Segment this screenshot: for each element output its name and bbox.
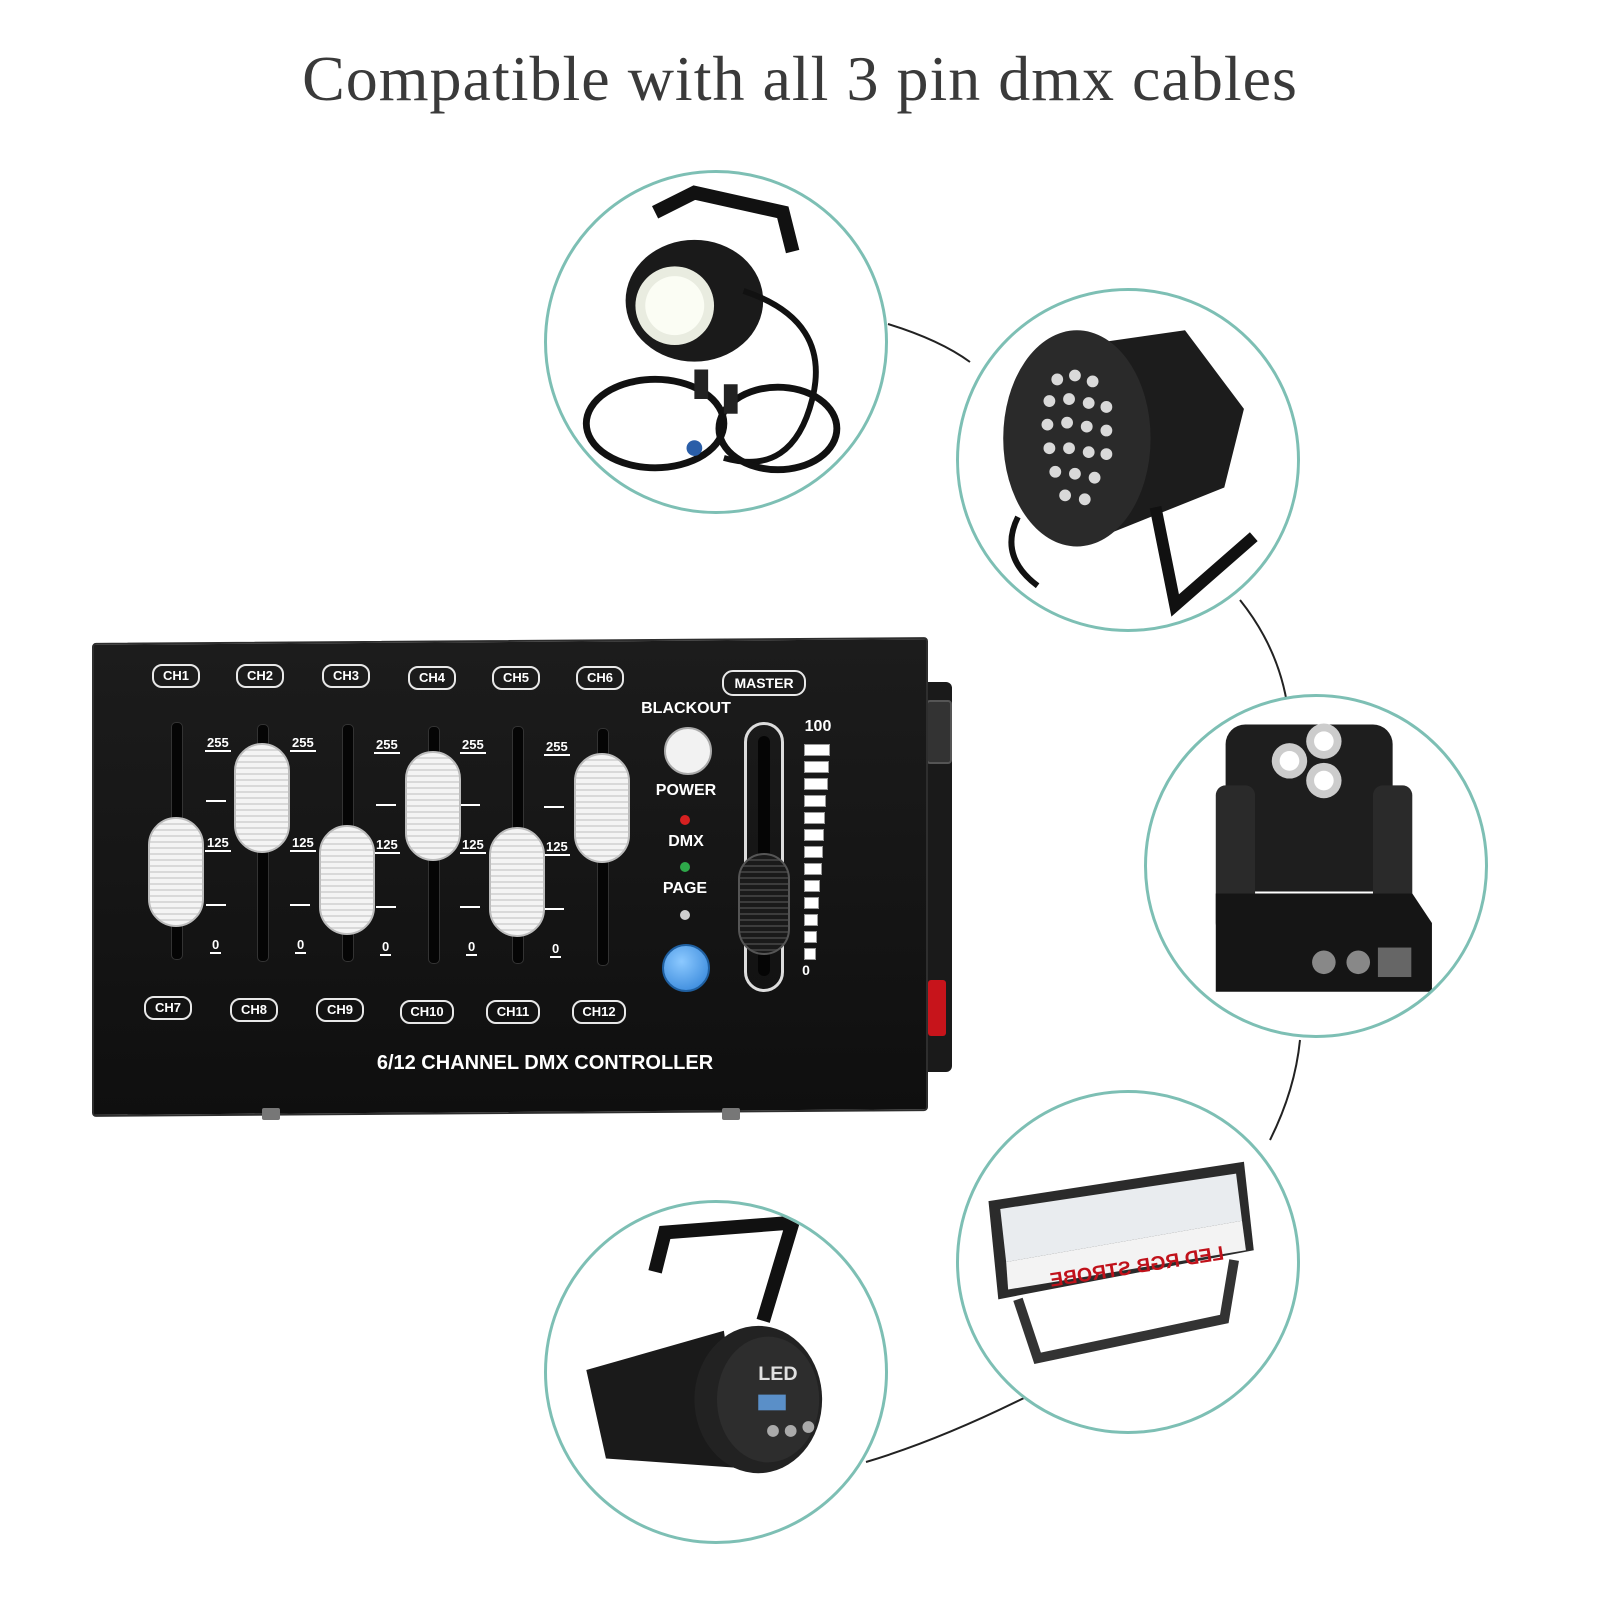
xlr-port[interactable] bbox=[926, 700, 952, 764]
master-level-bar bbox=[804, 761, 829, 773]
blackout-label: BLACKOUT bbox=[641, 700, 731, 717]
scale-125: 125 bbox=[544, 839, 570, 856]
ch-label-bottom: CH9 bbox=[316, 998, 364, 1022]
fixture-circle-strobe: LED RGB STROBE bbox=[956, 1090, 1300, 1434]
master-max-label: 100 bbox=[804, 718, 832, 735]
scale-125: 125 bbox=[290, 835, 316, 852]
fader-knob-ch1[interactable] bbox=[148, 816, 204, 927]
power-switch[interactable] bbox=[928, 980, 946, 1036]
master-level-bar bbox=[804, 880, 821, 892]
scale-255: 255 bbox=[460, 737, 486, 754]
master-level-bar bbox=[804, 795, 827, 807]
ellipsoidal-spotlight-icon: LED bbox=[586, 1215, 823, 1474]
ellipsoidal-label: LED bbox=[758, 1363, 797, 1385]
master-level-bar bbox=[804, 914, 818, 926]
ch-label-top: CH2 bbox=[236, 664, 284, 688]
page-led bbox=[680, 910, 690, 920]
blackout-button[interactable] bbox=[664, 727, 712, 775]
scale-255: 255 bbox=[544, 739, 570, 756]
scale-dash bbox=[206, 904, 226, 906]
power-led bbox=[680, 815, 690, 825]
power-label: POWER bbox=[655, 782, 717, 799]
master-track bbox=[744, 722, 784, 992]
master-level-bar bbox=[804, 846, 823, 858]
master-level-bar bbox=[804, 829, 824, 841]
scale-0: 0 bbox=[380, 939, 392, 956]
scale-255: 255 bbox=[205, 735, 231, 752]
master-level-bar bbox=[804, 812, 826, 824]
scale-255: 255 bbox=[374, 737, 400, 754]
headline: Compatible with all 3 pin dmx cables bbox=[302, 43, 1298, 114]
fader-knob-ch4[interactable] bbox=[405, 751, 461, 862]
led-par-light-icon bbox=[1003, 330, 1258, 617]
dmx-label: DMX bbox=[668, 833, 704, 850]
scale-dash bbox=[290, 904, 310, 906]
ch-label-bottom: CH10 bbox=[400, 1000, 454, 1024]
scale-255: 255 bbox=[290, 735, 316, 752]
scale-0: 0 bbox=[210, 937, 222, 954]
ch-label-bottom: CH8 bbox=[230, 998, 278, 1022]
dmx-led bbox=[680, 862, 690, 872]
jack-right[interactable] bbox=[722, 1108, 740, 1120]
master-label: MASTER bbox=[722, 670, 806, 696]
scale-125: 125 bbox=[374, 837, 400, 854]
par-can-with-cables-icon bbox=[582, 185, 841, 474]
master-level-bar bbox=[804, 863, 822, 875]
strobe-light-icon: LED RGB STROBE bbox=[988, 1161, 1254, 1365]
fixture-circle-moving-head bbox=[1144, 694, 1488, 1038]
jack-left[interactable] bbox=[262, 1108, 280, 1120]
scale-dash bbox=[376, 906, 396, 908]
ch-label-bottom: CH7 bbox=[144, 996, 192, 1020]
master-level-bar bbox=[804, 744, 830, 756]
fixture-circle-ellipsoidal: LED bbox=[544, 1200, 888, 1544]
scale-dash bbox=[376, 804, 396, 806]
ch-label-top: CH5 bbox=[492, 666, 540, 690]
controller-title: 6/12 CHANNEL DMX CONTROLLER bbox=[376, 1052, 714, 1074]
scale-dash bbox=[544, 806, 564, 808]
scale-0: 0 bbox=[550, 941, 562, 958]
fixture-circle-led-par bbox=[956, 288, 1300, 632]
scale-dash bbox=[460, 906, 480, 908]
scale-125: 125 bbox=[205, 835, 231, 852]
master-level-bar bbox=[804, 897, 820, 909]
fader-knob-ch5[interactable] bbox=[489, 826, 545, 937]
ch-label-bottom: CH12 bbox=[572, 1000, 626, 1024]
ch-label-top: CH6 bbox=[576, 666, 624, 690]
scale-125: 125 bbox=[460, 837, 486, 854]
master-level-bar bbox=[804, 931, 817, 943]
ch-label-top: CH3 bbox=[322, 664, 370, 688]
fixture-circle-par-can bbox=[544, 170, 888, 514]
master-fader-knob[interactable] bbox=[738, 853, 790, 956]
master-level-bar bbox=[804, 948, 816, 960]
fader-knob-ch2[interactable] bbox=[234, 742, 290, 853]
master-min-label: 0 bbox=[802, 962, 810, 978]
fader-knob-ch6[interactable] bbox=[574, 753, 630, 864]
master-level-bar bbox=[804, 778, 828, 790]
scale-0: 0 bbox=[466, 939, 478, 956]
scale-0: 0 bbox=[295, 937, 307, 954]
page-button[interactable] bbox=[662, 944, 710, 992]
ch-label-bottom: CH11 bbox=[486, 1000, 540, 1024]
scale-dash bbox=[460, 804, 480, 806]
scale-dash bbox=[206, 800, 226, 802]
moving-head-light-icon bbox=[1215, 723, 1432, 992]
ch-label-top: CH4 bbox=[408, 666, 456, 690]
scale-dash bbox=[544, 908, 564, 910]
ch-label-top: CH1 bbox=[152, 664, 200, 688]
fader-knob-ch3[interactable] bbox=[319, 824, 375, 935]
page-label: PAGE bbox=[662, 880, 708, 897]
